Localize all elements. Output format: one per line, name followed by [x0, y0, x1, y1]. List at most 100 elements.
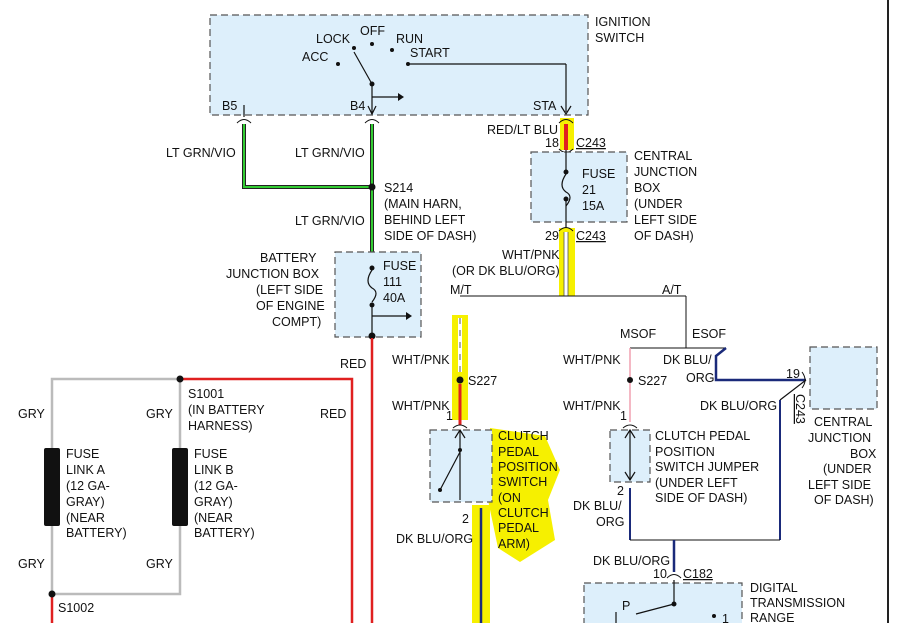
ign-pos-lock: LOCK [316, 32, 351, 46]
s214-label-1: S214 [384, 181, 413, 195]
label-mt: M/T [450, 283, 472, 297]
bjb-label-4: OF ENGINE [256, 299, 325, 313]
jumper-pin-2: 2 [617, 484, 624, 498]
fuse-link-b-5: (NEAR [194, 511, 233, 525]
clutch-label-1: CLUTCH [498, 429, 549, 443]
jumper-label-1: CLUTCH PEDAL [655, 429, 750, 443]
splice-s227-a-dot [456, 376, 464, 384]
wire-label-gry-3: GRY [18, 557, 46, 571]
s1001-label-3: HARNESS) [188, 419, 253, 433]
cjb2-label-4: (UNDER [823, 462, 872, 476]
dtr-switch-symbol [615, 580, 716, 623]
central-junction-box-2 [809, 346, 878, 410]
fuse-21-label-2: 21 [582, 183, 596, 197]
jumper-label-3: SWITCH JUMPER [655, 460, 759, 474]
wire-label-lt-grn-vio-1: LT GRN/VIO [166, 146, 236, 160]
bjb-label-1: BATTERY [260, 251, 317, 265]
wire-label-wht-pnk-1: WHT/PNK [502, 248, 560, 262]
ign-term-sta: STA [533, 99, 557, 113]
cjb-label-1: CENTRAL [634, 149, 692, 163]
cjb-label-3: BOX [634, 181, 661, 195]
esof-dk-blu-wire [714, 347, 806, 382]
cjb-label-4: (UNDER [634, 197, 683, 211]
dtr-pin-10: 10 [653, 567, 667, 581]
splice-s214-dot [368, 183, 376, 191]
digital-tr-box [583, 582, 743, 623]
fuse-link-a-body [44, 448, 60, 526]
label-esof: ESOF [692, 327, 726, 341]
cjb-connector-top: C243 [576, 136, 606, 150]
fuse-link-a-4: GRAY) [66, 495, 105, 509]
wire-label-wht-pnk-5: WHT/PNK [563, 353, 621, 367]
cjb2-connector: C243 [793, 394, 807, 424]
dtr-label-3: RANGE [750, 611, 794, 623]
fuse-111-symbol [367, 265, 412, 340]
wire-label-dk-blu-org-4: DK BLU/ORG [700, 399, 777, 413]
cjb2-label-5: LEFT SIDE [808, 478, 871, 492]
splice-s1001-dot [176, 375, 184, 383]
fuse-link-a-3: (12 GA- [66, 479, 110, 493]
wire-label-gry-1: GRY [18, 407, 46, 421]
cjb-label-6: OF DASH) [634, 229, 694, 243]
clutch-label-4: SWITCH [498, 475, 547, 489]
jumper-label-2: POSITION [655, 445, 715, 459]
fuse-21-label-3: 15A [582, 199, 605, 213]
fuse-link-b-6: BATTERY) [194, 526, 255, 540]
jumper-label-5: SIDE OF DASH) [655, 491, 747, 505]
wire-label-dk-blu-org-2: DK BLU/ORG [396, 532, 473, 546]
cjb-label-2: JUNCTION [634, 165, 697, 179]
red-wire-right [180, 377, 354, 623]
ignition-switch-mechanism [243, 42, 572, 117]
ign-pos-acc: ACC [302, 50, 328, 64]
s1001-label-1: S1001 [188, 387, 224, 401]
fuse-111-label-1: FUSE [383, 259, 416, 273]
cjb2-label-2: JUNCTION [808, 431, 871, 445]
battery-junction-box [334, 251, 422, 338]
cjb2-label-1: CENTRAL [814, 415, 872, 429]
bjb-label-3: (LEFT SIDE [256, 283, 323, 297]
splice-s1002-dot [48, 590, 56, 598]
ign-connector-caps [236, 119, 574, 124]
s214-label-2: (MAIN HARN, [384, 197, 462, 211]
ign-term-b5: B5 [222, 99, 237, 113]
fuse-link-b-body [172, 448, 188, 526]
fuse-link-a-2: LINK A [66, 463, 106, 477]
clutch-label-3: POSITION [498, 460, 558, 474]
wire-label-wht-pnk-2: (OR DK BLU/ORG) [452, 264, 560, 278]
dtr-label-2: TRANSMISSION [750, 596, 845, 610]
label-msof: MSOF [620, 327, 656, 341]
label-at: A/T [662, 283, 682, 297]
wire-label-red-2: RED [320, 407, 346, 421]
cjb2-label-3: BOX [850, 447, 877, 461]
central-junction-box [530, 151, 628, 223]
splice-s227-b-dot [627, 377, 633, 383]
fuse-link-a-6: BATTERY) [66, 526, 127, 540]
clutch-jumper-symbol [622, 424, 638, 482]
clutch-label-5: (ON [498, 491, 521, 505]
fuse-link-b-3: (12 GA- [194, 479, 238, 493]
ign-pos-run: RUN [396, 32, 423, 46]
cjb2-label-6: OF DASH) [814, 493, 874, 507]
ign-pos-start: START [410, 46, 450, 60]
ign-pos-off: OFF [360, 24, 385, 38]
clutch-label-8: ARM) [498, 537, 530, 551]
s214-label-3: BEHIND LEFT [384, 213, 466, 227]
fuse-link-b-1: FUSE [194, 447, 227, 461]
ign-term-b4: B4 [350, 99, 365, 113]
fuse-link-a-1: FUSE [66, 447, 99, 461]
wire-label-dk-blu-org-3a: DK BLU/ [573, 499, 622, 513]
cjb-pin-29: 29 [545, 229, 559, 243]
dtr-pos-p: P [622, 599, 630, 613]
s227-a-label: S227 [468, 374, 497, 388]
s214-label-4: SIDE OF DASH) [384, 229, 476, 243]
fuse-link-a-5: (NEAR [66, 511, 105, 525]
wire-label-lt-grn-vio-3: LT GRN/VIO [295, 214, 365, 228]
wire-label-wht-pnk-6: WHT/PNK [563, 399, 621, 413]
fuse-111-label-3: 40A [383, 291, 406, 305]
wire-label-dk-blu-org-5: DK BLU/ORG [593, 554, 670, 568]
clutch-switch-pin-1: 1 [446, 409, 453, 423]
clutch-label-6: CLUTCH [498, 506, 549, 520]
cjb-label-5: LEFT SIDE [634, 213, 697, 227]
bjb-label-5: COMPT) [272, 315, 321, 329]
wire-label-wht-pnk-4: WHT/PNK [392, 399, 450, 413]
